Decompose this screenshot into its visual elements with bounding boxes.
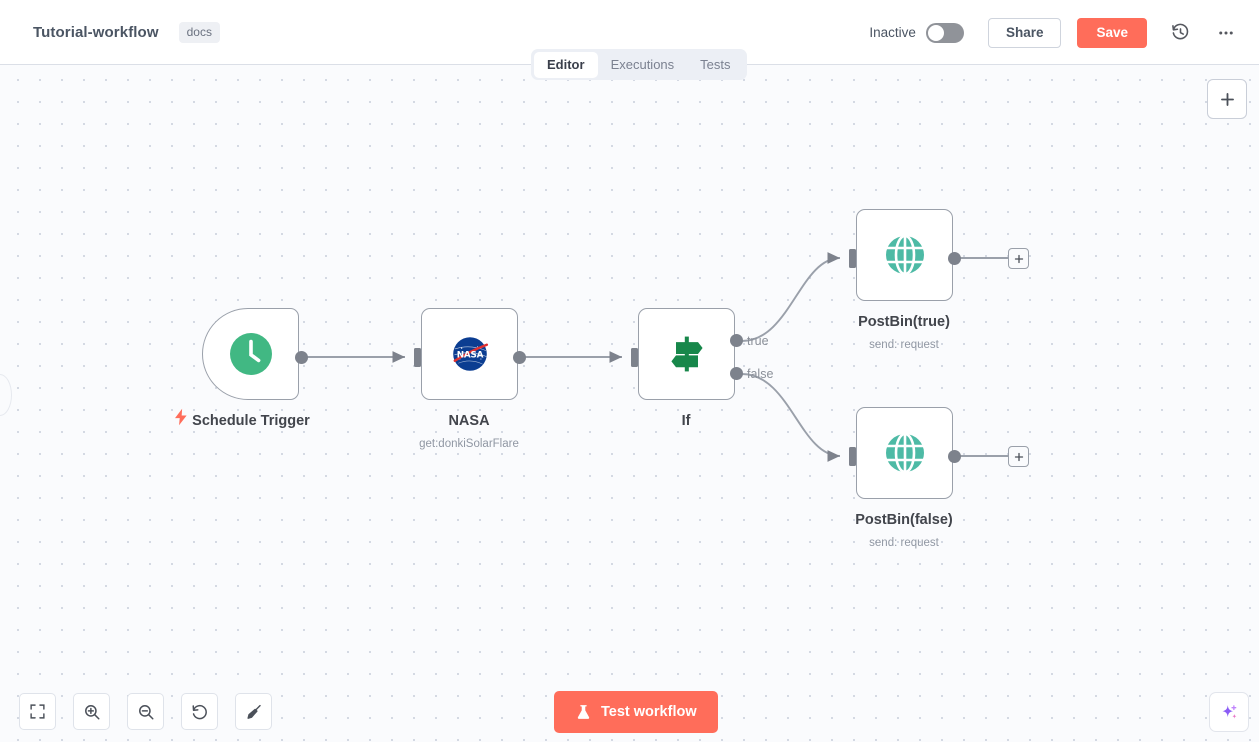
node-subtitle-nasa: get:donkiSolarFlare (419, 438, 519, 450)
add-node-button[interactable] (1207, 79, 1247, 119)
port-out-if-false[interactable] (730, 367, 743, 380)
tab-tests[interactable]: Tests (700, 56, 731, 72)
workflow-tag-docs[interactable]: docs (178, 21, 220, 43)
port-out-postbin-false[interactable] (948, 450, 961, 463)
add-node-after-postbin-false[interactable] (1008, 446, 1029, 467)
zoom-in-button[interactable] (73, 693, 110, 730)
test-workflow-label: Test workflow (601, 704, 697, 720)
fit-to-view-button[interactable] (19, 693, 56, 730)
tidy-up-button[interactable] (235, 693, 272, 730)
toggle-knob (927, 24, 944, 41)
tab-executions[interactable]: Executions (610, 56, 675, 72)
test-workflow-button[interactable]: Test workflow (554, 691, 718, 733)
history-clock-icon[interactable] (1167, 20, 1193, 46)
node-label-schedule-trigger: Schedule Trigger (192, 413, 310, 429)
node-label-if: If (681, 413, 691, 429)
add-node-after-postbin-true[interactable] (1008, 248, 1029, 269)
workflow-active-toggle[interactable] (925, 22, 964, 43)
globe-icon (885, 432, 924, 474)
port-out-nasa[interactable] (513, 351, 526, 364)
clock-icon (229, 333, 272, 375)
node-nasa[interactable]: NASA (421, 308, 518, 400)
node-label-postbin-true: PostBin(true) (858, 314, 950, 330)
node-subtitle-postbin-true: send: request (869, 339, 939, 351)
trigger-bolt-icon (172, 405, 190, 433)
ellipsis-icon[interactable] (1213, 20, 1239, 46)
header-actions: Inactive Share Save (869, 0, 1241, 65)
connection-edges (305, 249, 1008, 466)
node-postbin-false[interactable] (856, 407, 953, 499)
sparkle-icon (1222, 704, 1236, 719)
node-schedule-trigger[interactable] (202, 308, 299, 400)
node-if[interactable] (638, 308, 735, 400)
port-out-postbin-true[interactable] (948, 252, 961, 265)
save-button[interactable]: Save (1077, 17, 1147, 48)
node-postbin-true[interactable] (856, 209, 953, 301)
node-label-nasa: NASA (448, 413, 490, 429)
reset-zoom-button[interactable] (181, 693, 218, 730)
editor-tab-bar: Editor Executions Tests (531, 49, 747, 80)
port-out-schedule-trigger[interactable] (295, 351, 308, 364)
port-label-true: true (747, 334, 769, 348)
port-label-false: false (747, 367, 774, 381)
zoom-out-button[interactable] (127, 693, 164, 730)
tab-editor[interactable]: Editor (534, 51, 598, 78)
workflow-canvas[interactable]: Schedule Trigger NASA NASA get:donkiSola… (0, 65, 1259, 742)
node-label-postbin-false: PostBin(false) (855, 512, 953, 528)
globe-icon (885, 234, 924, 276)
signpost-icon (670, 336, 703, 372)
flask-icon (575, 704, 592, 721)
share-button[interactable]: Share (987, 17, 1062, 48)
activation-state-label: Inactive (869, 25, 916, 40)
workflow-title[interactable]: Tutorial-workflow (33, 23, 159, 41)
svg-text:NASA: NASA (456, 350, 483, 360)
nasa-logo-icon: NASA (452, 337, 488, 371)
port-out-if-true[interactable] (730, 334, 743, 347)
node-subtitle-postbin-false: send: request (869, 537, 939, 549)
ai-assistant-button[interactable] (1209, 692, 1249, 732)
